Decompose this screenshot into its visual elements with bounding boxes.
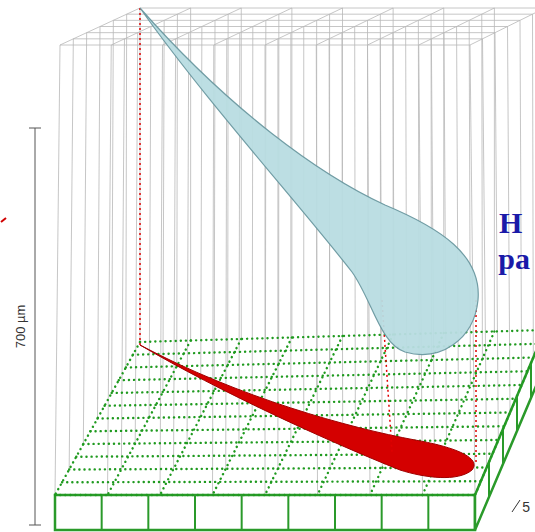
grid-line [176, 14, 178, 366]
title-fragment: H [497, 208, 524, 238]
grid-line [227, 14, 228, 365]
neuron-shape [140, 8, 478, 354]
slab-side [475, 330, 535, 530]
electrode-dots [133, 344, 535, 355]
grid-line [190, 8, 191, 341]
slab-cell [147, 495, 149, 530]
electrode-dots [119, 371, 528, 380]
grid-line [140, 8, 535, 9]
electrode-dots [105, 399, 516, 406]
grid-line [87, 32, 495, 33]
slab-cell [530, 363, 532, 398]
dimension-label: 5 [520, 500, 532, 514]
thickness-tick [512, 500, 520, 512]
electrode-dots [62, 481, 481, 482]
grid-line [329, 39, 330, 468]
title-fragment: pa [496, 244, 532, 274]
grid-line [113, 20, 520, 21]
grid-line [457, 27, 459, 414]
grid-line [241, 8, 242, 339]
grid-line [213, 45, 214, 495]
slab-front [55, 495, 475, 530]
grid-line [252, 27, 254, 417]
grid-line [127, 14, 533, 15]
grid-line [125, 14, 127, 367]
slab-cell [381, 495, 383, 530]
slab-cell [241, 495, 243, 530]
grid-line [83, 33, 86, 444]
electrode-dots [90, 426, 504, 431]
grid-line [303, 27, 304, 416]
electrode-dots [126, 358, 534, 368]
neuron-projection [140, 345, 474, 478]
grid-line [160, 45, 163, 495]
dimension-bracket [29, 128, 41, 525]
grid-line [238, 33, 240, 443]
grid-line [135, 33, 138, 444]
slab-cell [502, 429, 504, 464]
grid-line [495, 33, 498, 440]
grid-line [69, 39, 73, 470]
red-mark [1, 218, 6, 222]
slab-cell [287, 495, 289, 530]
slab-cell [101, 495, 103, 530]
dimension-label: 700 µm [15, 302, 28, 350]
slab-cell [427, 495, 429, 530]
column-grid [55, 8, 535, 495]
electrode-dots [83, 440, 498, 444]
grid-line [265, 45, 266, 495]
slab-cell [334, 495, 336, 530]
grid-line [112, 20, 114, 393]
grid-line [163, 20, 164, 392]
grid-line [121, 39, 124, 469]
grid-line [98, 27, 101, 419]
slab-cell [488, 462, 490, 497]
grid-line [149, 27, 151, 418]
grid-line [100, 26, 508, 27]
grid-line [278, 14, 279, 364]
electrode-dots [55, 494, 475, 496]
grid-line [483, 39, 487, 468]
electrode-dots [112, 385, 522, 393]
grid-line [73, 38, 482, 39]
grid-line [532, 14, 534, 357]
grid-line [55, 45, 60, 495]
slab-cell [194, 495, 196, 530]
electrode-array [55, 330, 535, 530]
grid-line [60, 45, 470, 46]
grid-line [494, 8, 495, 332]
slab-cell [516, 396, 518, 431]
grid-line [108, 45, 112, 495]
grid-line [290, 33, 291, 442]
electrode-dots [318, 335, 394, 496]
grid-line [187, 33, 189, 443]
